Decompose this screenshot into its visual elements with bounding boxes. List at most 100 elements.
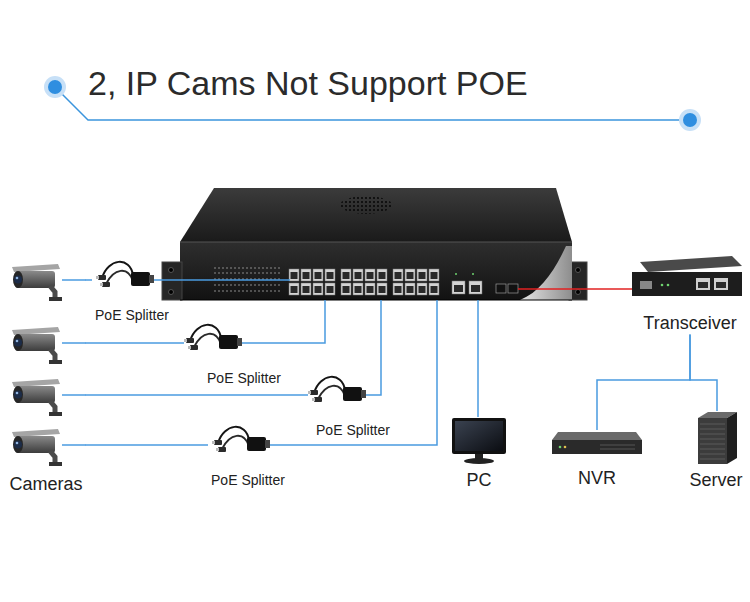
network-wire [366, 300, 381, 395]
nvr-icon [600, 449, 635, 450]
poe-switch [214, 291, 282, 292]
transceiver: Transceiver [630, 254, 742, 335]
node-label: PC [466, 470, 493, 492]
poe-switch [392, 268, 440, 296]
poe-switch [169, 268, 174, 273]
node-label: PoE Splitter [211, 472, 286, 489]
title-decoration [48, 80, 62, 94]
server-icon [700, 449, 725, 450]
transceiver-icon [640, 256, 742, 272]
transceiver-icon [698, 282, 708, 288]
title-decoration [55, 87, 690, 120]
network-wire [62, 280, 478, 445]
poe-switch [455, 273, 457, 275]
poe-switch [576, 290, 581, 295]
transceiver-icon [714, 278, 728, 290]
poe-switch [214, 268, 282, 269]
network-wire [477, 300, 479, 417]
server-icon [700, 434, 725, 435]
network-wire [62, 342, 86, 344]
poe-splitter: PoE Splitter [92, 261, 172, 324]
poe-switch [472, 273, 474, 275]
poe-switch [180, 242, 572, 300]
pc-monitor-icon [464, 458, 494, 464]
camera-group: Cameras [6, 262, 85, 496]
title-decoration [44, 76, 66, 98]
camera-icons [12, 264, 62, 301]
diagram-title: 2, IP Cams Not Support POE [88, 66, 528, 100]
poe-switch [496, 284, 506, 293]
poe-switch [471, 285, 480, 292]
poe-splitter: PoE Splitter [308, 376, 393, 439]
camera-icons [12, 379, 62, 416]
node-label: Cameras [9, 474, 84, 496]
title-decoration [683, 113, 697, 127]
transceiver-icon [696, 278, 710, 290]
network-cable [597, 335, 690, 430]
nvr-icon [552, 432, 642, 454]
poe-switch [508, 284, 518, 293]
server-icon [700, 424, 725, 459]
network-wire [242, 300, 325, 343]
poe-switch [340, 268, 388, 296]
title-decoration [44, 76, 701, 131]
camera-icons [12, 327, 62, 364]
server: Server [686, 411, 745, 492]
transceiver-icon [640, 281, 652, 289]
poe-switch [162, 188, 587, 300]
node-label: PoE Splitter [316, 422, 391, 439]
poe-switch [576, 268, 581, 273]
poe-splitter: PoE Splitter [208, 426, 288, 489]
transceiver-icon [632, 272, 742, 296]
poe-switch [469, 281, 482, 294]
server-icon [700, 454, 725, 455]
server-icon [698, 418, 727, 464]
server-icon [700, 439, 725, 440]
server-icon [698, 412, 737, 464]
transceiver-icon [667, 284, 670, 287]
pc-monitor-icon [452, 418, 506, 464]
poe-switch [180, 242, 572, 243]
network-cable [690, 335, 717, 411]
server-icon [700, 444, 725, 445]
camera-icons [12, 429, 62, 466]
network-wire [62, 444, 86, 446]
splitter-icons [184, 325, 242, 350]
splitter-icons [308, 377, 366, 402]
title-decoration [679, 109, 701, 131]
pc-monitor-icon [455, 421, 503, 451]
network-wire [270, 300, 437, 445]
nvr: NVR [552, 430, 642, 490]
poe-switch [214, 273, 282, 274]
splitter-icons [96, 262, 154, 287]
transceiver-icon [661, 284, 664, 287]
nvr-icon [564, 446, 567, 449]
network-wire [154, 279, 290, 281]
poe-switch [288, 268, 336, 296]
transceiver-icon [716, 282, 726, 288]
nvr-icon [552, 432, 642, 440]
network-cable [86, 342, 184, 344]
network-wire [62, 394, 86, 396]
camera-icons [12, 264, 62, 466]
network-wire [62, 279, 86, 281]
node-label: Server [689, 470, 744, 492]
poe-switch [169, 290, 174, 295]
poe-switch [452, 281, 465, 294]
poe-switch [180, 300, 572, 301]
server-icon [700, 429, 725, 430]
poe-switch [340, 268, 388, 296]
pc-monitor-icon [452, 418, 506, 454]
poe-switch [162, 262, 182, 300]
node-label: NVR [578, 468, 618, 490]
server-icon [727, 412, 737, 464]
poe-switch [214, 285, 282, 286]
transceiver-icon [632, 256, 742, 296]
splitter-icons [212, 427, 270, 452]
fiber-wire [518, 288, 632, 290]
nvr-icon [552, 440, 642, 454]
network-cable [86, 444, 209, 446]
server-icon [700, 424, 725, 425]
network-cable [86, 394, 308, 396]
